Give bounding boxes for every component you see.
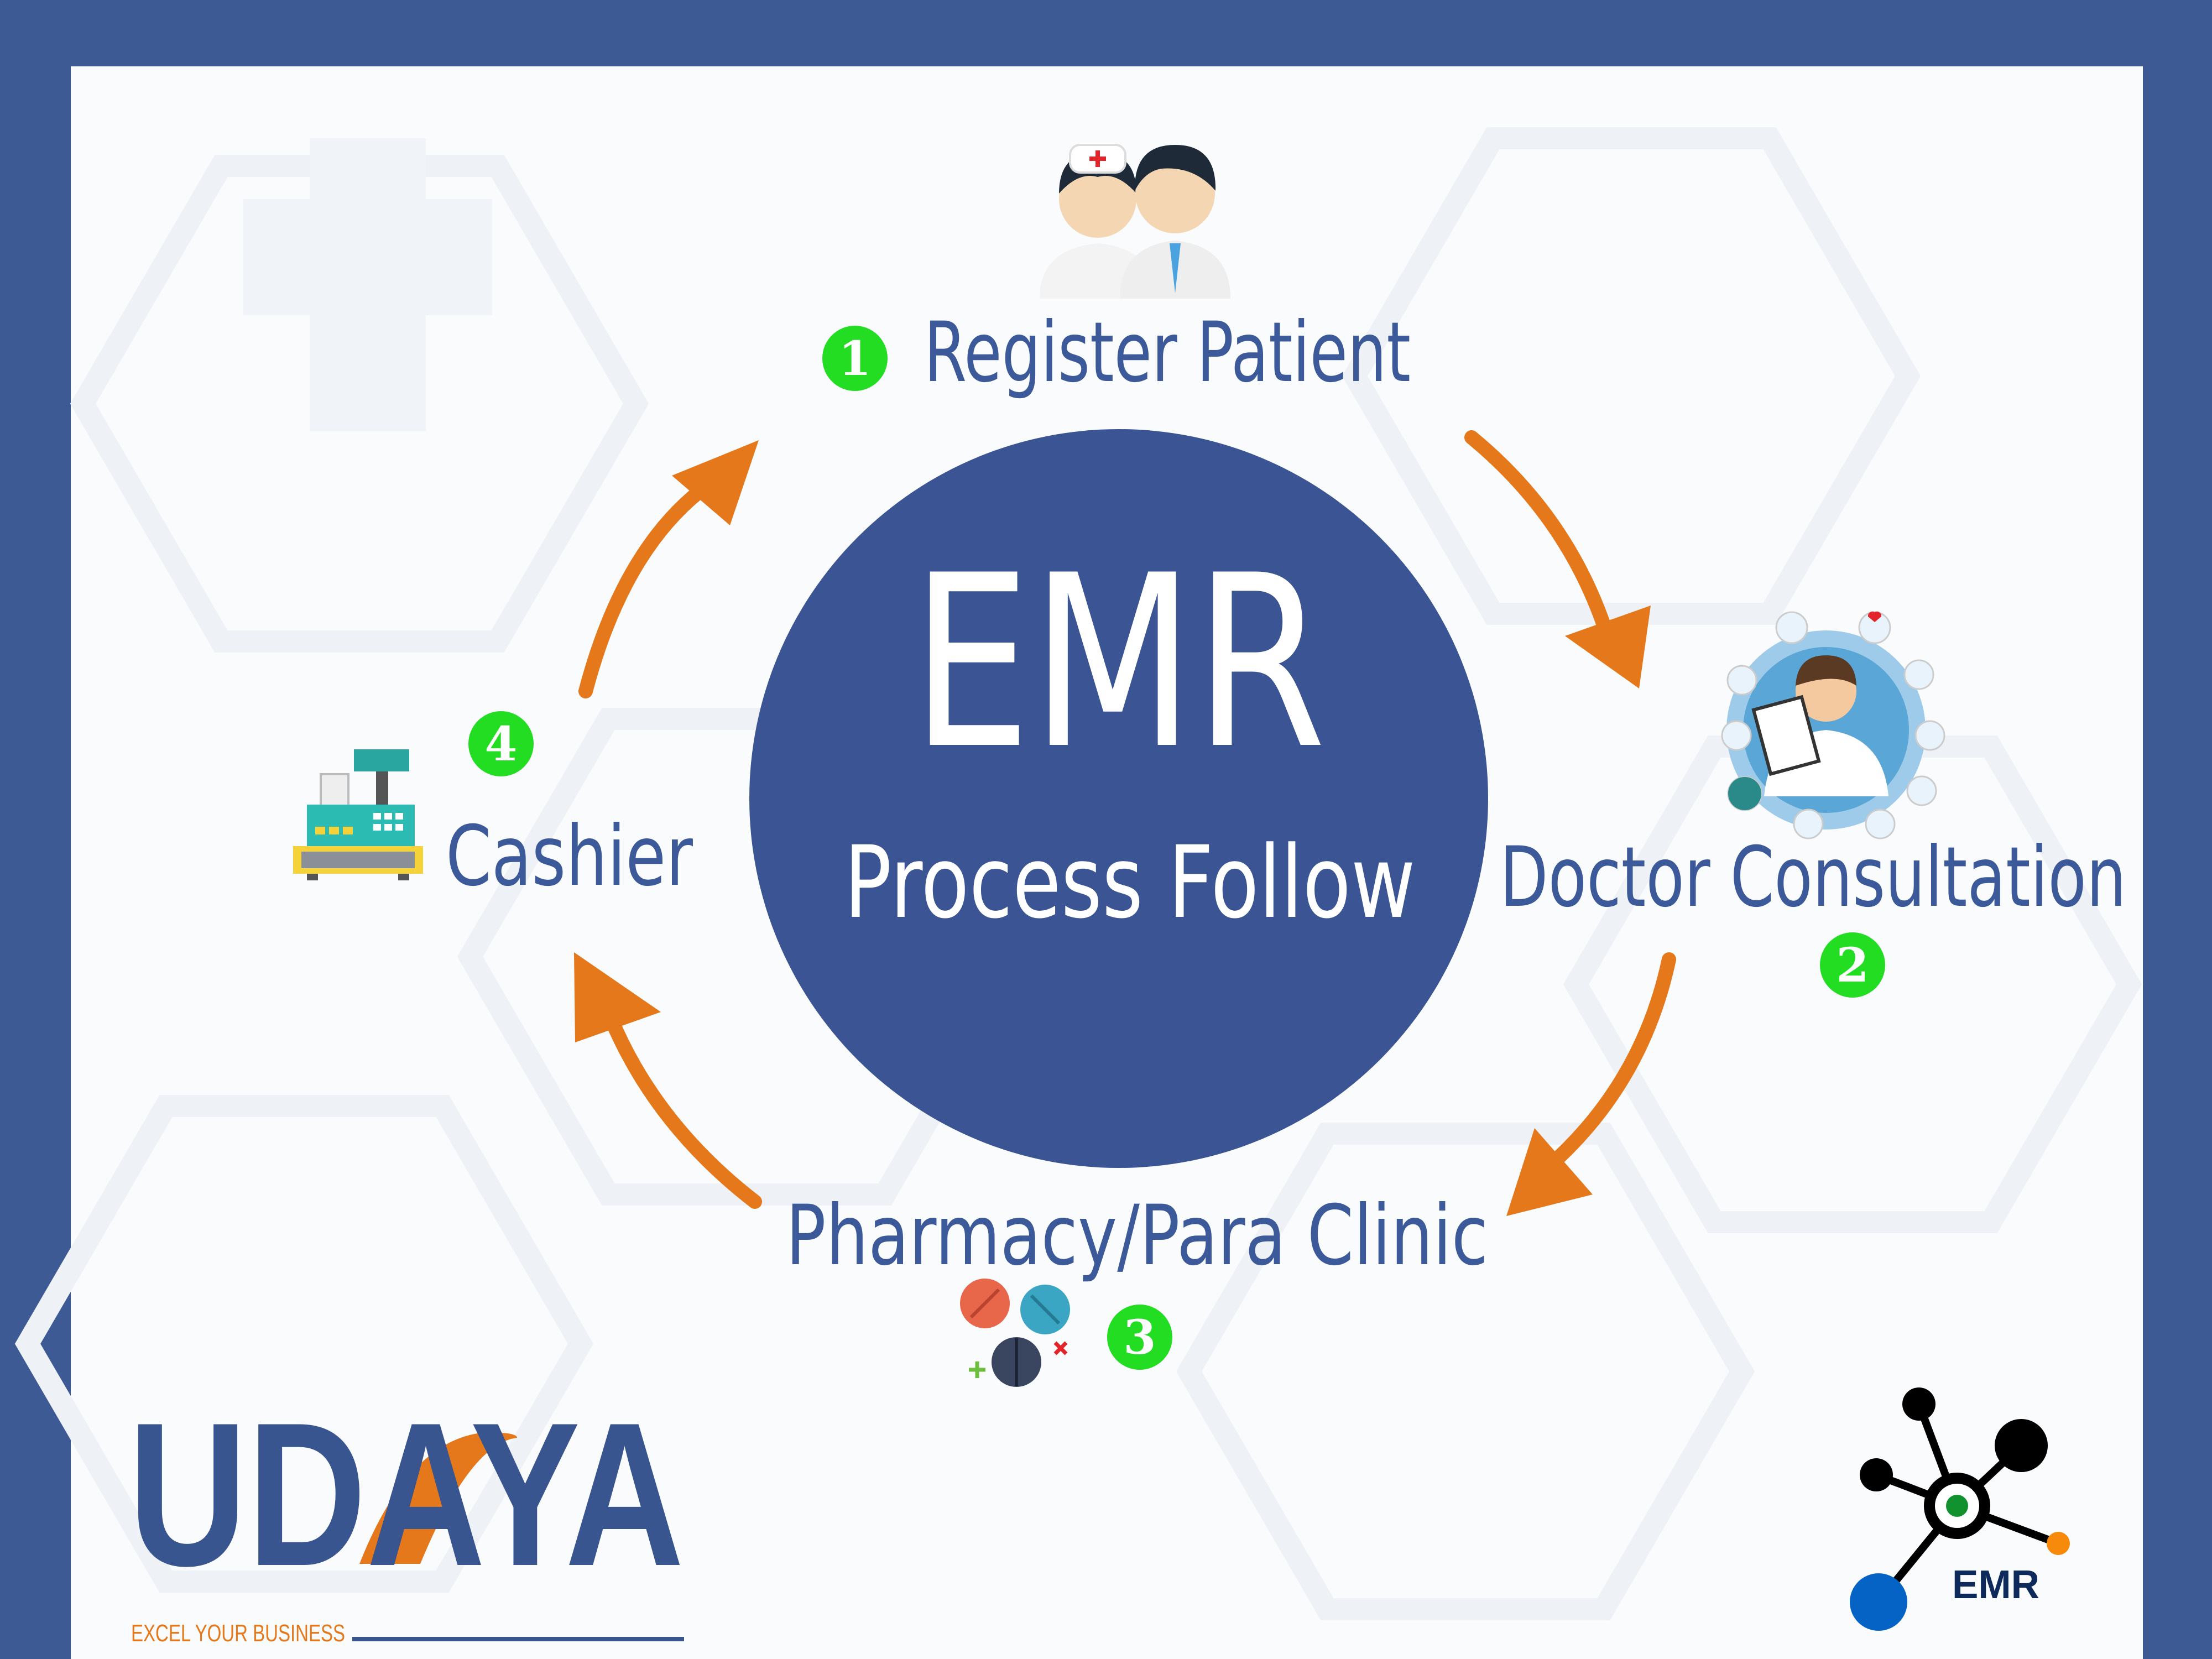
step-number-1: 1 [838,331,871,387]
step-label-cashier: Cashier [446,808,693,905]
cash-register-icon [293,749,423,880]
step-pharmacy: Pharmacy/Para Clinic 3 [786,1188,1488,1387]
arrow-cashier-to-register [578,440,759,698]
step-badge-3 [1107,1305,1172,1370]
doctor-clipboard-icon [1721,611,1945,839]
emr-logo: EMR [1850,1387,2070,1631]
step-badge-4 [468,711,534,776]
step-number-3: 3 [1123,1310,1156,1365]
arrow-doctor-to-pharmacy [1506,952,1676,1216]
step-number-2: 2 [1836,938,1869,993]
arrow-pharmacy-to-cashier [574,952,762,1209]
step-label-register-patient: Register Patient [924,305,1411,401]
udaya-logo-tagline: EXCEL YOUR BUSINESS [131,1620,345,1647]
step-number-4: 4 [484,717,517,772]
step-badge-1 [822,326,888,391]
background-medical-cross [243,138,492,431]
arrow-register-to-doctor [1464,430,1651,688]
pills-icon [960,1279,1070,1387]
udaya-underline [352,1637,684,1641]
step-label-doctor-consultation: Doctor Consultation [1500,830,2126,926]
step-register-patient: 1 Register Patient [822,144,1411,401]
step-cashier: 4 Cashier [293,711,693,905]
udaya-logo: UDAYA EXCEL YOUR BUSINESS [128,1380,684,1647]
step-doctor-consultation: Doctor Consultation 2 [1500,611,2126,998]
step-badge-2 [1820,932,1885,998]
nurse-doctor-icon [1040,144,1230,299]
udaya-logo-wordmark: UDAYA [128,1380,684,1609]
step-label-pharmacy: Pharmacy/Para Clinic [786,1188,1488,1284]
center-title: EMR [911,525,1326,801]
center-subtitle: Process Follow [844,825,1416,941]
udaya-swoosh [359,1432,517,1564]
center-circle [749,429,1488,1168]
flow-arrows [574,430,1676,1216]
emr-logo-text: EMR [1952,1563,2039,1607]
